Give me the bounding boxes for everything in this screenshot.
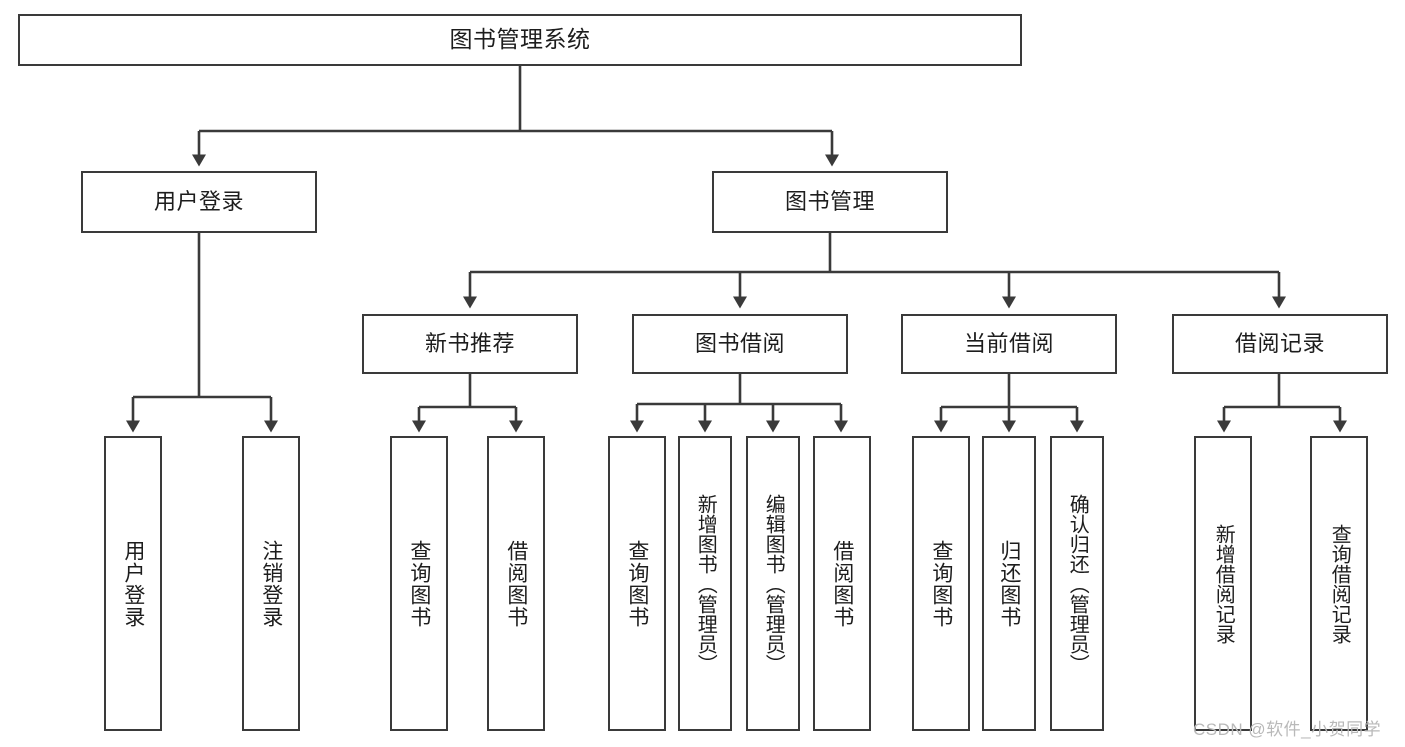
leaf-return-book[interactable]: 归还图书	[982, 436, 1036, 731]
leaf-query-book-current[interactable]: 查询图书	[912, 436, 970, 731]
node-current-borrow[interactable]: 当前借阅	[901, 314, 1117, 374]
node-label: 借阅图书	[830, 539, 854, 628]
node-label: 新增借阅记录	[1212, 523, 1235, 644]
node-label: 查询图书	[929, 539, 953, 628]
watermark: CSDN @软件_小贺同学	[1193, 720, 1382, 739]
node-label: 图书管理系统	[449, 26, 591, 53]
node-label: 查询图书	[407, 539, 431, 628]
node-label: 图书借阅	[694, 331, 785, 357]
leaf-query-book-borrow[interactable]: 查询图书	[608, 436, 666, 731]
node-root-system[interactable]: 图书管理系统	[18, 14, 1022, 66]
node-label: 图书管理	[784, 189, 875, 215]
node-label: 新书推荐	[424, 331, 515, 357]
node-book-borrow[interactable]: 图书借阅	[632, 314, 848, 374]
node-label: 注销登录	[259, 539, 283, 628]
leaf-logout[interactable]: 注销登录	[242, 436, 300, 731]
leaf-user-login[interactable]: 用户登录	[104, 436, 162, 731]
leaf-edit-book-admin[interactable]: 编辑图书（管理员）	[746, 436, 800, 731]
node-label: 借阅记录	[1234, 331, 1325, 357]
leaf-query-borrow-record[interactable]: 查询借阅记录	[1310, 436, 1368, 731]
leaf-confirm-return-admin[interactable]: 确认归还（管理员）	[1050, 436, 1104, 731]
node-label: 用户登录	[153, 189, 244, 215]
node-borrow-record[interactable]: 借阅记录	[1172, 314, 1388, 374]
leaf-query-book-new[interactable]: 查询图书	[390, 436, 448, 731]
node-label: 当前借阅	[963, 331, 1054, 357]
node-label: 编辑图书（管理员）	[762, 493, 785, 674]
leaf-add-book-admin[interactable]: 新增图书（管理员）	[678, 436, 732, 731]
node-label: 用户登录	[121, 539, 145, 628]
node-book-management[interactable]: 图书管理	[712, 171, 948, 233]
leaf-borrow-book[interactable]: 借阅图书	[813, 436, 871, 731]
node-label: 新增图书（管理员）	[694, 493, 717, 674]
node-label: 查询图书	[625, 539, 649, 628]
node-new-book-recommend[interactable]: 新书推荐	[362, 314, 578, 374]
node-label: 查询借阅记录	[1328, 523, 1351, 644]
node-user-login[interactable]: 用户登录	[81, 171, 317, 233]
node-label: 确认归还（管理员）	[1066, 493, 1089, 674]
leaf-borrow-book-new[interactable]: 借阅图书	[487, 436, 545, 731]
leaf-add-borrow-record[interactable]: 新增借阅记录	[1194, 436, 1252, 731]
node-label: 归还图书	[997, 539, 1021, 628]
node-label: 借阅图书	[504, 539, 528, 628]
